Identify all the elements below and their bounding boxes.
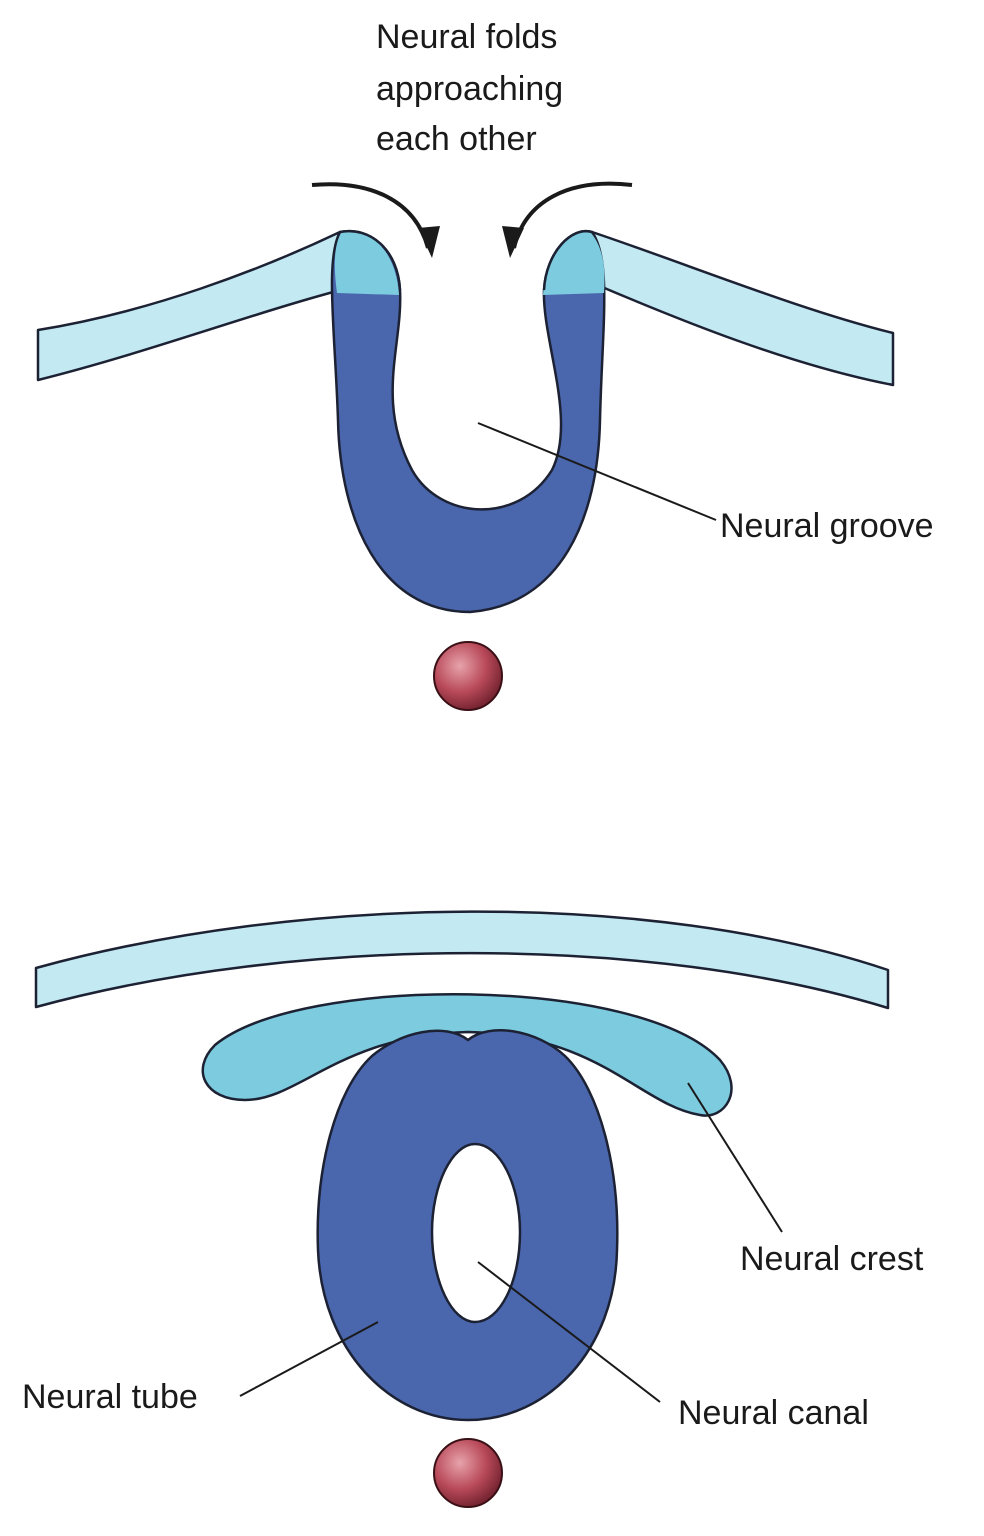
neural-tube-stage: Neural crest Neural tube Neural canal (22, 910, 924, 1508)
leader-neural-groove (477, 422, 717, 521)
surface-ectoderm-closed (34, 910, 890, 1010)
label-neural-groove: Neural groove (720, 507, 934, 545)
label-neural-folds-line1: Neural folds (376, 18, 557, 56)
arrowhead-right-icon (502, 226, 524, 258)
leader-neural-crest (687, 1082, 783, 1233)
surface-ectoderm-left (36, 230, 354, 382)
notochord-bottom (433, 1438, 503, 1508)
leader-neural-canal (477, 1261, 661, 1403)
surface-ectoderm-right (590, 230, 895, 387)
neural-tube (316, 1029, 619, 1422)
label-neural-folds-line2: approaching (376, 70, 563, 108)
label-neural-tube: Neural tube (22, 1378, 198, 1416)
label-neural-folds-line3: each other (376, 120, 537, 158)
notochord-top (433, 641, 503, 711)
neural-crest-band (201, 993, 733, 1117)
neural-fold-tip-right (543, 232, 605, 295)
label-neural-canal: Neural canal (678, 1394, 869, 1432)
neural-fold-tip-left (334, 231, 399, 295)
neural-groove-stage: Neural folds approaching each other Neur… (36, 18, 934, 711)
label-neural-crest: Neural crest (740, 1240, 924, 1278)
leader-neural-tube (239, 1321, 379, 1397)
arrowhead-left-icon (418, 226, 440, 258)
